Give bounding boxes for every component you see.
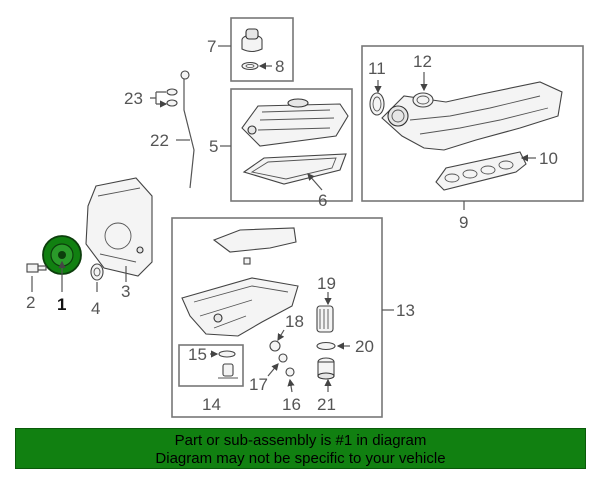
callout-1: 1 <box>57 295 66 314</box>
banner-line-part: Part or sub-assembly is #1 in diagram <box>174 432 427 449</box>
oil-filter-cap[interactable] <box>317 357 335 380</box>
callout-22: 22 <box>150 131 169 150</box>
callout-4: 4 <box>91 299 100 318</box>
front-crankshaft-seal[interactable] <box>90 263 104 281</box>
oil-fill-cap-seal[interactable] <box>241 61 259 71</box>
oil-fill-cap[interactable] <box>241 28 263 53</box>
oil-drain-plug[interactable] <box>278 353 288 363</box>
callout-8: 8 <box>275 57 284 76</box>
crankshaft-balancer[interactable] <box>42 235 82 275</box>
callout-18: 18 <box>285 312 304 331</box>
throttle-body-gasket[interactable] <box>369 92 385 116</box>
callout-23: 23 <box>124 89 143 108</box>
callout-15: 15 <box>188 345 207 364</box>
callout-3: 3 <box>121 282 130 301</box>
callout-19: 19 <box>317 274 336 293</box>
oil-level-sensor-box <box>178 344 244 387</box>
oil-pan-baffle[interactable] <box>212 227 297 265</box>
oil-fill-cap-box <box>218 17 294 82</box>
callout-2: 2 <box>26 293 35 312</box>
callout-10: 10 <box>539 149 558 168</box>
timing-cover[interactable] <box>85 177 153 277</box>
intake-manifold[interactable] <box>381 81 563 151</box>
intake-manifold-box <box>361 45 584 210</box>
callout-12: 12 <box>413 52 432 71</box>
callout-13: 13 <box>396 301 415 320</box>
oil-pressure-sensor[interactable] <box>269 340 281 352</box>
dipstick-seals[interactable] <box>166 88 178 107</box>
oil-filter-cap-seal[interactable] <box>316 341 336 351</box>
oil-pan-box <box>171 217 394 418</box>
intake-seal[interactable] <box>412 92 434 108</box>
callout-7: 7 <box>207 37 216 56</box>
oil-level-sensor[interactable] <box>218 363 238 379</box>
callout-21: 21 <box>317 395 336 414</box>
oil-drain-plug-gasket[interactable] <box>285 367 295 377</box>
oil-pan[interactable] <box>181 277 299 337</box>
callout-14: 14 <box>202 395 221 414</box>
valve-cover-gasket[interactable] <box>242 153 347 185</box>
intake-manifold-gasket[interactable] <box>435 151 527 191</box>
callout-9: 9 <box>459 213 468 232</box>
balancer-bolt[interactable] <box>26 263 47 273</box>
valve-cover-box <box>220 88 353 202</box>
callout-11: 11 <box>368 59 386 78</box>
callout-17: 17 <box>249 375 268 394</box>
dipstick-tube[interactable] <box>180 70 195 189</box>
callout-20: 20 <box>355 337 374 356</box>
callout-6: 6 <box>318 191 327 210</box>
oil-level-sensor-seal[interactable] <box>218 350 236 358</box>
callout-5: 5 <box>209 137 218 156</box>
callout-16: 16 <box>282 395 301 414</box>
oil-filter[interactable] <box>316 305 334 333</box>
banner-line-disclaimer: Diagram may not be specific to your vehi… <box>155 450 446 467</box>
valve-cover[interactable] <box>241 98 349 147</box>
info-banner: Part or sub-assembly is #1 in diagram Di… <box>15 428 586 469</box>
